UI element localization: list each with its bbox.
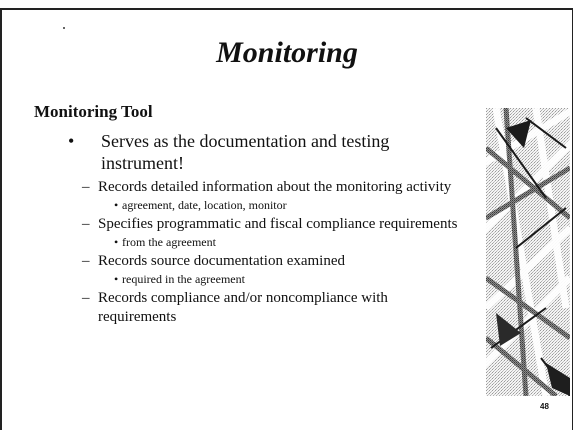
sub-bullet-text: Records compliance and/or noncompliance … [98,290,388,325]
slide-subheading: Monitoring Tool [34,102,153,121]
detail-item: • agreement, date, location, monitor [62,197,462,213]
sub-bullet-text: Records detailed information about the m… [98,179,452,195]
dash-icon: – [82,290,90,306]
bullet-item: • Serves as the documentation and testin… [62,130,462,174]
bullet-text: Serves as the documentation and testing … [101,131,390,173]
sub-bullet-text: Specifies programmatic and fiscal compli… [98,216,458,232]
detail-item: • from the agreement [62,234,462,250]
slide-title: Monitoring [216,36,358,69]
sub-bullet-item: – Records compliance and/or noncomplianc… [62,289,462,327]
detail-text: from the agreement [122,235,216,249]
sub-bullet-item: – Records source documentation examined [62,252,462,271]
bullet-icon: • [68,131,75,151]
dash-icon: – [82,216,90,232]
bullet-icon: • [114,272,119,286]
slide-frame: Monitoring Monitoring Tool • Serves as t… [0,8,573,430]
page-number: 48 [540,402,549,411]
sub-bullet-item: – Records detailed information about the… [62,178,462,197]
detail-text: required in the agreement [122,272,245,286]
corner-dot [63,27,65,29]
slide-body: • Serves as the documentation and testin… [62,130,462,327]
dash-icon: – [82,253,90,269]
abstract-lattice-image [486,108,570,396]
detail-item: • required in the agreement [62,271,462,287]
sub-bullet-text: Records source documentation examined [98,253,346,269]
detail-text: agreement, date, location, monitor [122,198,287,212]
bullet-icon: • [114,198,119,212]
bullet-icon: • [114,235,119,249]
lattice-photo-icon [486,108,570,396]
dash-icon: – [82,179,90,195]
sub-bullet-item: – Specifies programmatic and fiscal comp… [62,215,462,234]
